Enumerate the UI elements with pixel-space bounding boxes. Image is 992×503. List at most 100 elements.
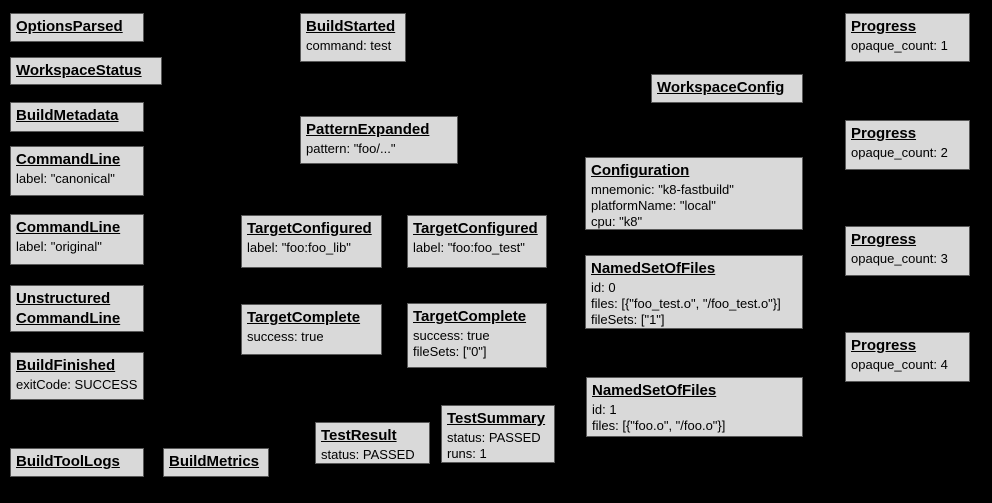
node-title-line: Progress: [851, 125, 917, 142]
event-node-build-finished: BuildFinished exitCode: SUCCESS: [10, 352, 144, 400]
node-title: Progress: [851, 336, 964, 356]
node-title: Progress: [851, 17, 964, 37]
node-title-line: Unstructured: [16, 290, 111, 307]
node-title-line: BuildFinished: [16, 357, 116, 374]
node-field: status: PASSED: [321, 447, 415, 462]
node-field: platformName: "local": [591, 198, 716, 213]
node-field: runs: 1: [447, 446, 487, 461]
node-field: cpu: "k8": [591, 214, 643, 229]
node-title-line: TestResult: [321, 427, 397, 444]
node-title-line: TestSummary: [447, 410, 546, 427]
node-title: PatternExpanded: [306, 120, 452, 140]
node-title-line: WorkspaceConfig: [657, 79, 785, 96]
node-title: TargetComplete: [413, 307, 541, 327]
node-title-line: NamedSetOfFiles: [592, 382, 717, 399]
node-field: opaque_count: 4: [851, 357, 948, 372]
node-field: id: 0: [591, 280, 616, 295]
node-title: TargetComplete: [247, 308, 376, 328]
node-title-line: PatternExpanded: [306, 121, 430, 138]
node-title: WorkspaceStatus: [16, 61, 156, 81]
node-title-line: CommandLine: [16, 151, 121, 168]
node-title: BuildFinished: [16, 356, 138, 376]
node-title: Configuration: [591, 161, 797, 181]
event-node-command-line-canonical: CommandLine label: "canonical": [10, 146, 144, 196]
event-node-build-metrics: BuildMetrics: [163, 448, 269, 477]
event-node-configuration: Configuration mnemonic: "k8-fastbuild"pla…: [585, 157, 803, 230]
node-title: TargetConfigured: [413, 219, 541, 239]
event-node-progress-4: Progress opaque_count: 4: [845, 332, 970, 382]
node-title: WorkspaceConfig: [657, 78, 797, 98]
node-field: label: "canonical": [16, 171, 115, 186]
event-node-workspace-status: WorkspaceStatus: [10, 57, 162, 85]
node-title-line: OptionsParsed: [16, 18, 123, 35]
node-field: exitCode: SUCCESS: [16, 377, 138, 392]
node-title-line: TargetComplete: [247, 309, 361, 326]
node-title-line: CommandLine: [16, 310, 121, 327]
node-title: BuildMetrics: [169, 452, 263, 472]
node-title: TargetConfigured: [247, 219, 376, 239]
node-title-line: Progress: [851, 231, 917, 248]
node-title: TestSummary: [447, 409, 549, 429]
event-node-workspace-config: WorkspaceConfig: [651, 74, 803, 103]
event-node-progress-3: Progress opaque_count: 3: [845, 226, 970, 276]
node-field: opaque_count: 1: [851, 38, 948, 53]
node-field: id: 1: [592, 402, 617, 417]
node-title: OptionsParsed: [16, 17, 138, 37]
node-title-line: Progress: [851, 337, 917, 354]
node-field: fileSets: ["0"]: [413, 344, 487, 359]
node-field: label: "original": [16, 239, 102, 254]
node-field: label: "foo:foo_test": [413, 240, 525, 255]
node-field: status: PASSED: [447, 430, 541, 445]
node-title: TestResult: [321, 426, 424, 446]
node-title-line: Configuration: [591, 162, 690, 179]
node-title: NamedSetOfFiles: [592, 381, 797, 401]
event-node-target-configured-foo-test: TargetConfigured label: "foo:foo_test": [407, 215, 547, 268]
node-title-line: NamedSetOfFiles: [591, 260, 716, 277]
node-title-line: BuildStarted: [306, 18, 396, 35]
node-field: opaque_count: 3: [851, 251, 948, 266]
node-title: Progress: [851, 230, 964, 250]
event-node-progress-1: Progress opaque_count: 1: [845, 13, 970, 62]
event-node-build-tool-logs: BuildToolLogs: [10, 448, 144, 477]
node-field: fileSets: ["1"]: [591, 312, 665, 327]
node-title: BuildMetadata: [16, 106, 138, 126]
node-title: CommandLine: [16, 218, 138, 238]
node-title-line: BuildMetrics: [169, 453, 260, 470]
node-title: CommandLine: [16, 150, 138, 170]
node-field: files: [{"foo_test.o", "/foo_test.o"}]: [591, 296, 781, 311]
event-node-test-result: TestResult status: PASSED: [315, 422, 430, 464]
node-field: opaque_count: 2: [851, 145, 948, 160]
node-field: command: test: [306, 38, 392, 53]
node-title-line: BuildToolLogs: [16, 453, 120, 470]
event-node-build-metadata: BuildMetadata: [10, 102, 144, 132]
node-field: success: true: [413, 328, 490, 343]
node-title: BuildStarted: [306, 17, 400, 37]
node-title-line: Progress: [851, 18, 917, 35]
node-title: Progress: [851, 124, 964, 144]
node-title-line: WorkspaceStatus: [16, 62, 142, 79]
event-node-build-started: BuildStarted command: test: [300, 13, 406, 62]
node-title-line: TargetConfigured: [413, 220, 538, 237]
event-node-pattern-expanded: PatternExpanded pattern: "foo/...": [300, 116, 458, 164]
node-field: label: "foo:foo_lib": [247, 240, 351, 255]
node-field: pattern: "foo/...": [306, 141, 396, 156]
node-title: NamedSetOfFiles: [591, 259, 797, 279]
event-node-progress-2: Progress opaque_count: 2: [845, 120, 970, 170]
node-field: files: [{"foo.o", "/foo.o"}]: [592, 418, 726, 433]
node-title-line: BuildMetadata: [16, 107, 119, 124]
node-field: mnemonic: "k8-fastbuild": [591, 182, 734, 197]
event-node-options-parsed: OptionsParsed: [10, 13, 144, 42]
node-title: BuildToolLogs: [16, 452, 138, 472]
event-node-command-line-original: CommandLine label: "original": [10, 214, 144, 265]
node-title-line: TargetComplete: [413, 308, 527, 325]
node-title-line: CommandLine: [16, 219, 121, 236]
